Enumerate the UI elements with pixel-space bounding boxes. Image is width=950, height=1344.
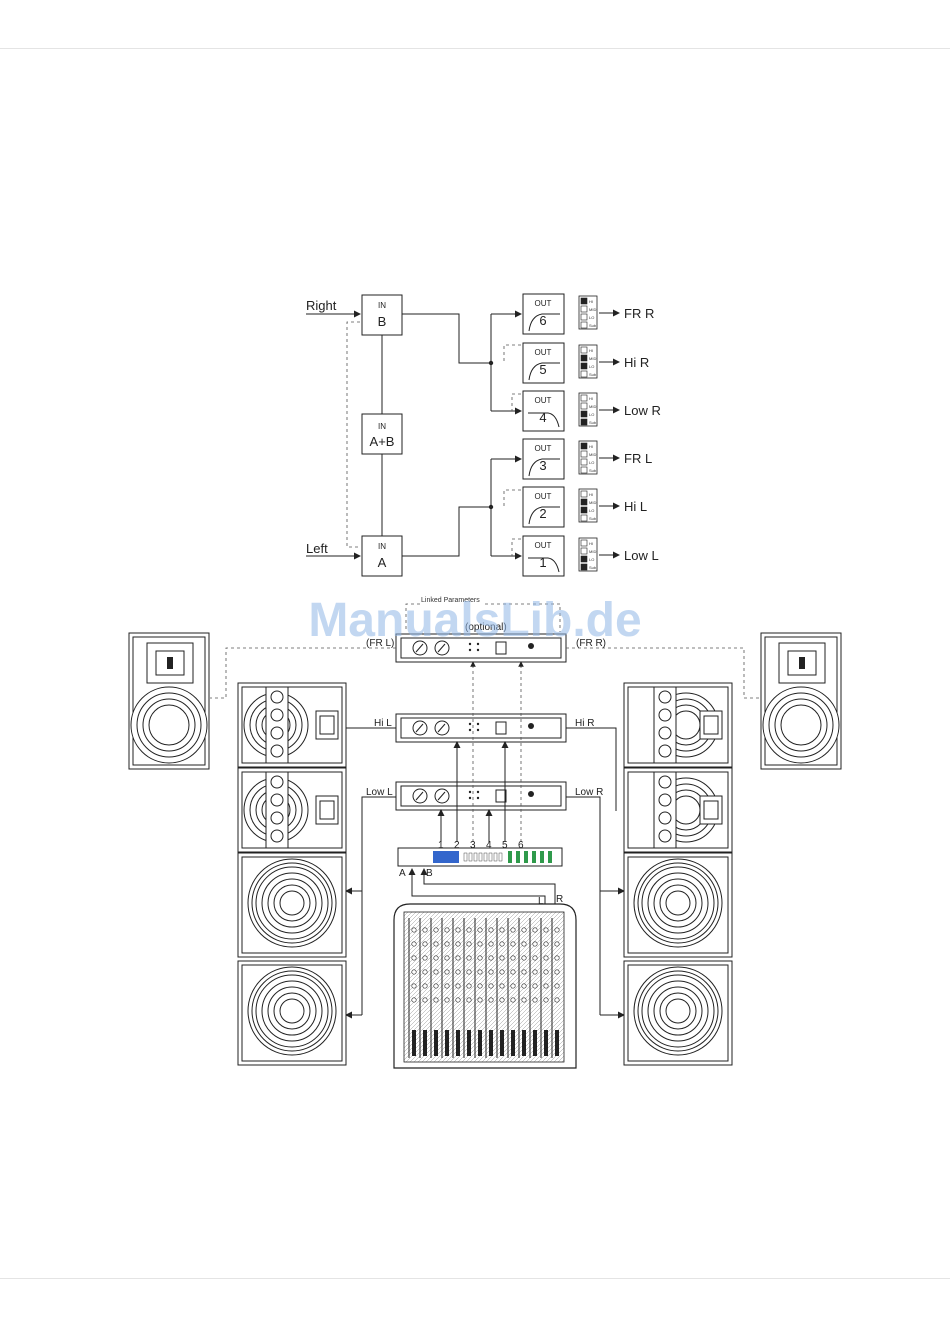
svg-text:OUT: OUT [535, 299, 552, 308]
input-block-ab: IN A+B [362, 414, 402, 454]
input-block-a: IN A [362, 536, 402, 576]
signal-flow-diagram: Right Left IN B IN A+B IN A [306, 294, 661, 576]
amplifier-2 [396, 714, 566, 742]
mode-switch-3: HI MID LO Sub [579, 441, 597, 474]
svg-text:LO: LO [589, 557, 594, 562]
output-dest-label: Low R [624, 403, 661, 418]
svg-text:B: B [378, 314, 387, 329]
low-left-label: Low L [366, 787, 393, 798]
svg-text:MID: MID [589, 500, 596, 505]
svg-text:OUT: OUT [535, 348, 552, 357]
speaker-fr-left [129, 633, 209, 769]
speaker-sub-left-1 [238, 853, 346, 957]
mode-switch-6: HI MID LO Sub [579, 296, 597, 329]
svg-text:Sub: Sub [589, 420, 597, 425]
mode-switch-2: HI MID LO Sub [579, 489, 597, 522]
svg-text:MID: MID [589, 404, 596, 409]
svg-text:HI: HI [589, 444, 593, 449]
svg-text:HI: HI [589, 492, 593, 497]
svg-text:4: 4 [539, 410, 546, 425]
svg-text:LO: LO [589, 508, 594, 513]
svg-text:HI: HI [589, 541, 593, 546]
hi-right-label: Hi R [575, 718, 594, 729]
input-block-b: IN B [362, 295, 402, 335]
output-dest-label: FR R [624, 306, 654, 321]
channel-number: 6 [518, 840, 524, 851]
output-dest-label: FR L [624, 451, 652, 466]
svg-text:1: 1 [539, 555, 546, 570]
svg-text:LO: LO [589, 460, 594, 465]
speaker-hi-right-1 [624, 683, 732, 767]
svg-text:6: 6 [539, 313, 546, 328]
output-block-5: OUT 5 HI MID LO Sub Hi R [523, 343, 649, 383]
watermark: ManualsLib.de [308, 594, 641, 647]
svg-text:LO: LO [589, 412, 594, 417]
mode-switch-1: HI MID LO Sub [579, 538, 597, 571]
channel-number: 3 [470, 840, 476, 851]
rig-illustration: Linked Parameters (optional) (FR L) (FR … [129, 597, 841, 1068]
source-left-label: Left [306, 541, 328, 556]
svg-text:2: 2 [539, 506, 546, 521]
output-block-6: OUT 6 HI MID LO Sub FR R [523, 294, 654, 334]
output-block-2: OUT 2 HI MID LO Sub Hi L [523, 487, 647, 527]
svg-text:A: A [378, 555, 387, 570]
speaker-hi-right-2 [624, 768, 732, 852]
svg-text:MID: MID [589, 307, 596, 312]
mixing-console [394, 904, 576, 1068]
svg-text:Sub: Sub [589, 468, 597, 473]
svg-text:HI: HI [589, 299, 593, 304]
output-block-4: OUT 4 HI MID LO Sub Low R [523, 391, 661, 431]
speaker-hi-left-1 [238, 683, 346, 767]
amplifier-3 [396, 782, 566, 810]
low-right-label: Low R [575, 787, 603, 798]
output-dest-label: Hi L [624, 499, 647, 514]
svg-text:LO: LO [589, 364, 594, 369]
output-block-1: OUT 1 HI MID LO Sub Low L [523, 536, 659, 576]
svg-text:OUT: OUT [535, 396, 552, 405]
mode-switch-5: HI MID LO Sub [579, 345, 597, 378]
hi-left-label: Hi L [374, 718, 392, 729]
svg-text:A+B: A+B [370, 434, 395, 449]
input-b-label: B [426, 868, 433, 879]
svg-text:5: 5 [539, 362, 546, 377]
svg-text:Sub: Sub [589, 516, 597, 521]
svg-text:OUT: OUT [535, 444, 552, 453]
mixer-r-label: R [556, 894, 563, 905]
source-right-label: Right [306, 298, 337, 313]
svg-text:IN: IN [378, 301, 386, 310]
svg-text:HI: HI [589, 348, 593, 353]
svg-text:Sub: Sub [589, 372, 597, 377]
mode-switch-4: HI MID LO Sub [579, 393, 597, 426]
svg-text:IN: IN [378, 542, 386, 551]
svg-text:Sub: Sub [589, 323, 597, 328]
dsp-processor [398, 848, 562, 866]
speaker-hi-left-2 [238, 768, 346, 852]
svg-text:MID: MID [589, 452, 596, 457]
svg-text:MID: MID [589, 549, 596, 554]
speaker-sub-right-2 [624, 961, 732, 1065]
output-dest-label: Low L [624, 548, 659, 563]
output-block-3: OUT 3 HI MID LO Sub FR L [523, 439, 652, 479]
channel-number: 1 [438, 840, 444, 851]
output-dest-label: Hi R [624, 355, 649, 370]
channel-number: 5 [502, 840, 508, 851]
speaker-sub-left-2 [238, 961, 346, 1065]
svg-text:Sub: Sub [589, 565, 597, 570]
speaker-sub-right-1 [624, 853, 732, 957]
channel-number: 4 [486, 840, 492, 851]
svg-text:OUT: OUT [535, 492, 552, 501]
svg-text:IN: IN [378, 422, 386, 431]
svg-text:3: 3 [539, 458, 546, 473]
svg-text:MID: MID [589, 356, 596, 361]
speaker-fr-right [761, 633, 841, 769]
svg-text:HI: HI [589, 396, 593, 401]
svg-text:OUT: OUT [535, 541, 552, 550]
input-a-label: A [399, 868, 406, 879]
channel-number: 2 [454, 840, 460, 851]
svg-text:LO: LO [589, 315, 594, 320]
